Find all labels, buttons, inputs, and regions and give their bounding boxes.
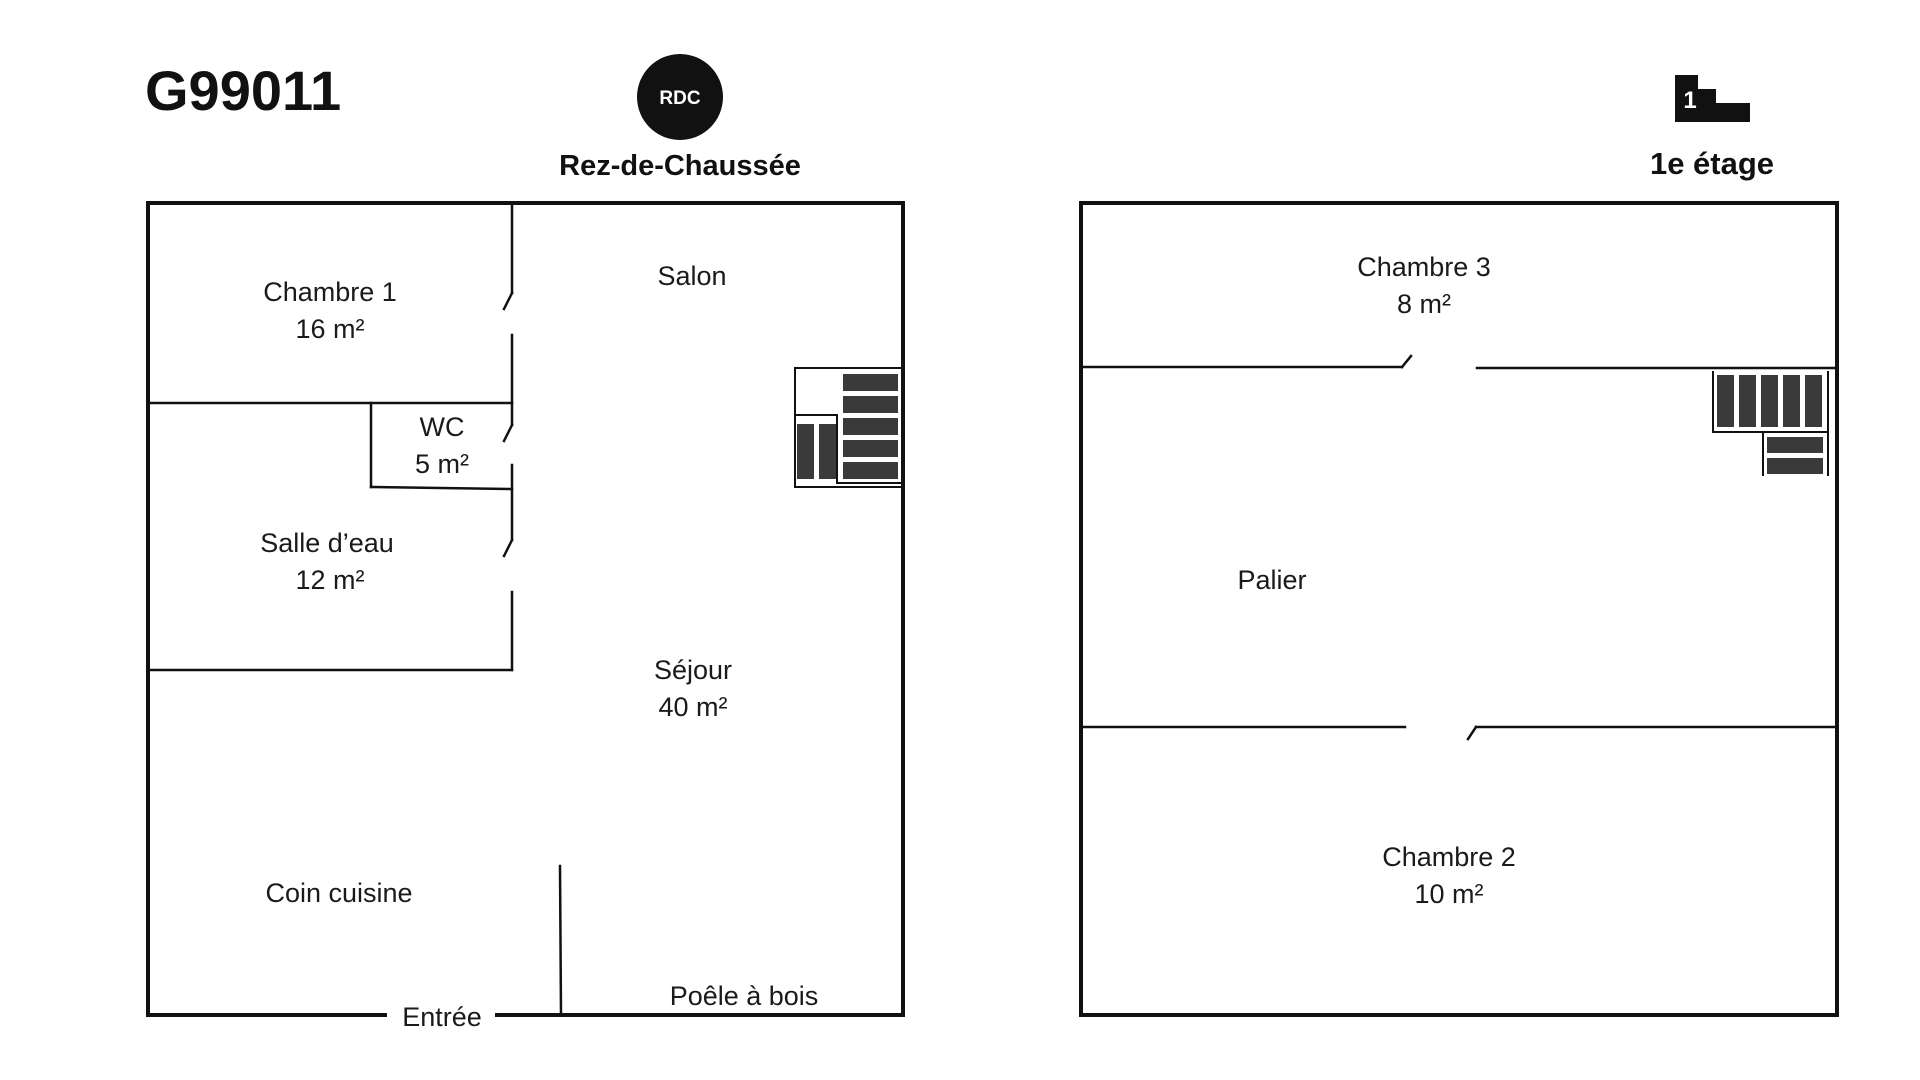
room-sejour-name: Séjour bbox=[654, 655, 732, 685]
ground-floor-plan bbox=[146, 201, 905, 1017]
first-floor-title: 1e étage bbox=[1650, 146, 1774, 181]
room-chambre-2-area: 10 m² bbox=[1414, 879, 1483, 909]
ground-floor-badge: RDC bbox=[637, 54, 723, 140]
room-chambre-1-name: Chambre 1 bbox=[263, 277, 397, 307]
room-wc-area: 5 m² bbox=[415, 449, 469, 479]
ground-floor-badge-text: RDC bbox=[659, 88, 700, 109]
room-chambre-1-area: 16 m² bbox=[295, 314, 364, 344]
first-floor-badge-text: 1 bbox=[1683, 87, 1696, 114]
ground-floor-outer-walls bbox=[146, 201, 905, 1017]
ground-floor-interior-walls bbox=[146, 203, 563, 1017]
room-chambre-2-name: Chambre 2 bbox=[1382, 842, 1516, 872]
room-salle-eau-name: Salle d’eau bbox=[260, 528, 394, 558]
room-salon-name: Salon bbox=[657, 261, 726, 291]
room-salle-eau-area: 12 m² bbox=[295, 565, 364, 595]
room-sejour-area: 40 m² bbox=[658, 692, 727, 722]
poele-a-bois-label: Poêle à bois bbox=[670, 981, 819, 1011]
room-chambre-3-name: Chambre 3 bbox=[1357, 252, 1491, 282]
room-palier-name: Palier bbox=[1237, 565, 1306, 595]
ground-floor-title: Rez-de-Chaussée bbox=[559, 150, 801, 182]
first-floor-plan bbox=[1079, 201, 1839, 1017]
first-floor-outer-walls bbox=[1079, 201, 1839, 1017]
room-wc-name: WC bbox=[420, 412, 465, 442]
first-floor-staircase bbox=[1712, 371, 1829, 476]
property-code: G99011 bbox=[145, 59, 341, 122]
room-coin-cuisine-name: Coin cuisine bbox=[265, 878, 412, 908]
ground-floor-staircase bbox=[794, 367, 904, 488]
entree-label: Entrée bbox=[402, 1002, 482, 1032]
first-floor-stairs-icon: 1 bbox=[1675, 75, 1750, 122]
room-chambre-3-area: 8 m² bbox=[1397, 289, 1451, 319]
first-floor-interior-walls bbox=[1081, 354, 1837, 741]
